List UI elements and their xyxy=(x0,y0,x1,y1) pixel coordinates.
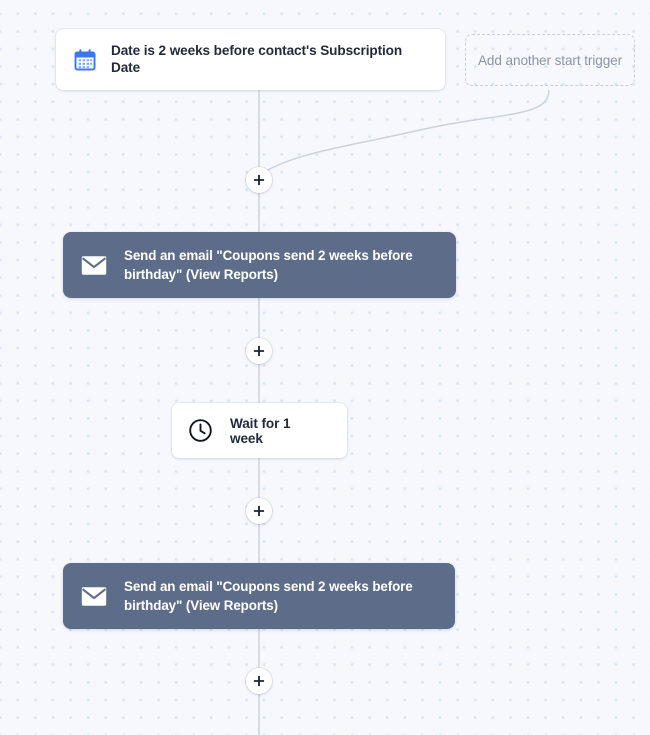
add-another-start-trigger-label: Add another start trigger xyxy=(477,52,623,68)
action-card-send-email-1[interactable]: Send an email "Coupons send 2 weeks befo… xyxy=(63,232,456,298)
add-step-button-3[interactable] xyxy=(246,498,272,524)
plus-icon xyxy=(252,344,266,358)
action-card-label-2: Send an email "Coupons send 2 weeks befo… xyxy=(124,578,413,613)
add-step-button-2[interactable] xyxy=(246,338,272,364)
start-trigger-card[interactable]: Date is 2 weeks before contact's Subscri… xyxy=(56,29,445,90)
envelope-icon xyxy=(81,254,107,276)
start-trigger-label: Date is 2 weeks before contact's Subscri… xyxy=(111,42,403,75)
envelope-icon xyxy=(81,585,107,607)
add-step-button-1[interactable] xyxy=(246,167,272,193)
plus-icon xyxy=(252,674,266,688)
plus-icon xyxy=(252,504,266,518)
action-card-send-email-2[interactable]: Send an email "Coupons send 2 weeks befo… xyxy=(63,563,455,629)
add-step-button-4[interactable] xyxy=(246,668,272,694)
delay-card-wait[interactable]: Wait for 1 week xyxy=(172,403,347,458)
add-another-start-trigger-button[interactable]: Add another start trigger xyxy=(465,34,635,86)
delay-card-label: Wait for 1 week xyxy=(230,415,291,446)
plus-icon xyxy=(252,173,266,187)
action-card-label-1: Send an email "Coupons send 2 weeks befo… xyxy=(124,247,413,282)
clock-icon xyxy=(188,418,213,443)
calendar-icon xyxy=(73,48,97,72)
